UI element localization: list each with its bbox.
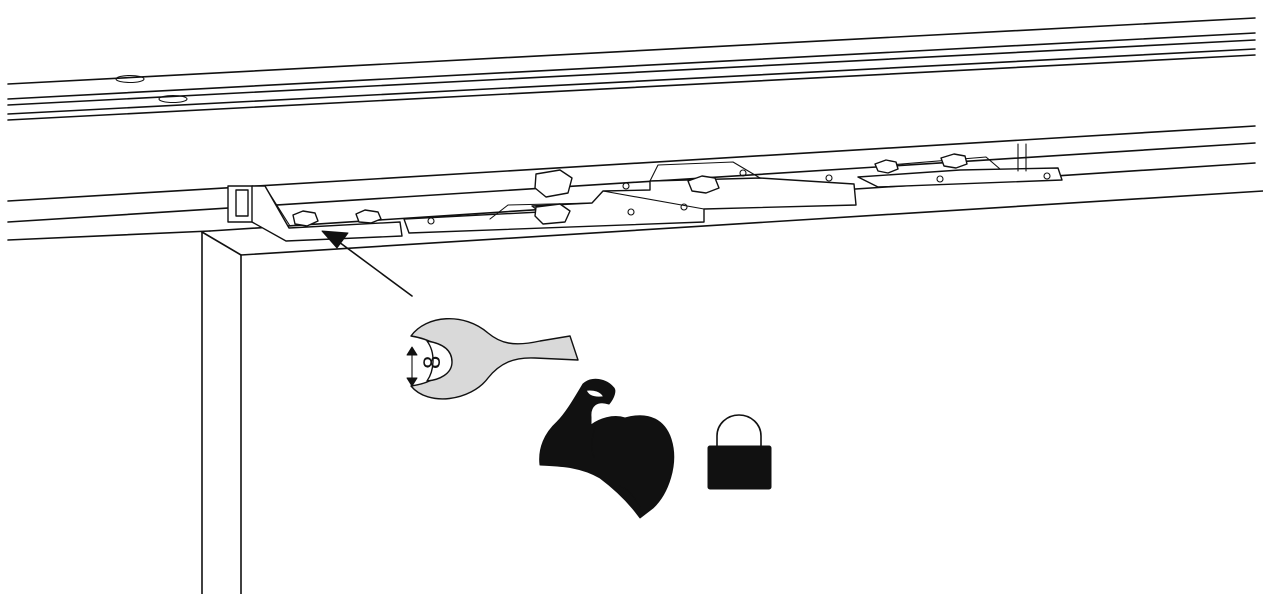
rail-edge-2: [7, 32, 1256, 100]
fist-highlight: [585, 389, 605, 399]
mounting-holes: [427, 169, 1051, 225]
beam-top-edge: [7, 125, 1256, 202]
plate-bend-2: [649, 161, 761, 182]
hole-5: [739, 169, 747, 177]
arm-silhouette: [539, 378, 675, 519]
arrow-icon: [321, 230, 413, 297]
wrench-icon: 8: [406, 318, 579, 400]
padlock-body: [707, 445, 772, 490]
right-bolt-1: [874, 159, 899, 174]
arrow-head: [321, 230, 349, 249]
door-top-bevel: [201, 231, 242, 256]
left-stop-face: [235, 189, 249, 217]
arrow-shaft: [338, 241, 413, 297]
hex-bolt-left-2: [355, 209, 382, 224]
beam-left-bottom: [7, 230, 211, 241]
beam-inner-edge: [7, 142, 1256, 223]
rail-edge-5: [7, 54, 1256, 121]
rail-edge-4: [7, 48, 1256, 115]
top-rail: [7, 17, 1256, 121]
center-nut-bottom: [534, 203, 571, 225]
right-bolt-2: [940, 153, 968, 169]
hole-8: [1043, 172, 1051, 180]
plate-bend-1: [489, 202, 593, 220]
arm-detail-2: [619, 485, 641, 508]
door-panel: [201, 190, 1263, 594]
hole-4: [680, 203, 688, 211]
hole-6: [825, 174, 833, 182]
center-track-plate: [403, 177, 857, 234]
hole-7: [936, 175, 944, 183]
size-indicator-top-arrow: [406, 346, 418, 356]
left-bracket-fold: [265, 187, 291, 227]
size-indicator-bottom-arrow: [406, 377, 418, 387]
strong-arm-icon: [539, 378, 675, 519]
wrench-jaw-gap: [426, 340, 453, 382]
upper-bolt: [687, 175, 720, 194]
hardware-assembly: [227, 143, 1063, 242]
door-top-edge: [240, 190, 1263, 256]
hole-3: [627, 208, 635, 216]
right-clamp: [857, 167, 1063, 188]
rail-slot-1: [115, 74, 145, 84]
center-nut-top: [534, 169, 573, 198]
wrench-size-label: 8: [419, 356, 446, 369]
arm-detail-1: [591, 426, 596, 458]
hole-1: [427, 217, 435, 225]
right-clamp-top: [877, 156, 1001, 170]
hole-2: [622, 182, 630, 190]
padlock-icon: [707, 414, 772, 490]
hex-bolt-left: [292, 210, 319, 227]
rail-edge-1: [7, 17, 1256, 85]
padlock-shackle: [716, 414, 762, 450]
rail-edge-3: [7, 39, 1256, 106]
hex-bolt-icon: [292, 153, 968, 227]
rail-slot-2: [158, 94, 188, 104]
